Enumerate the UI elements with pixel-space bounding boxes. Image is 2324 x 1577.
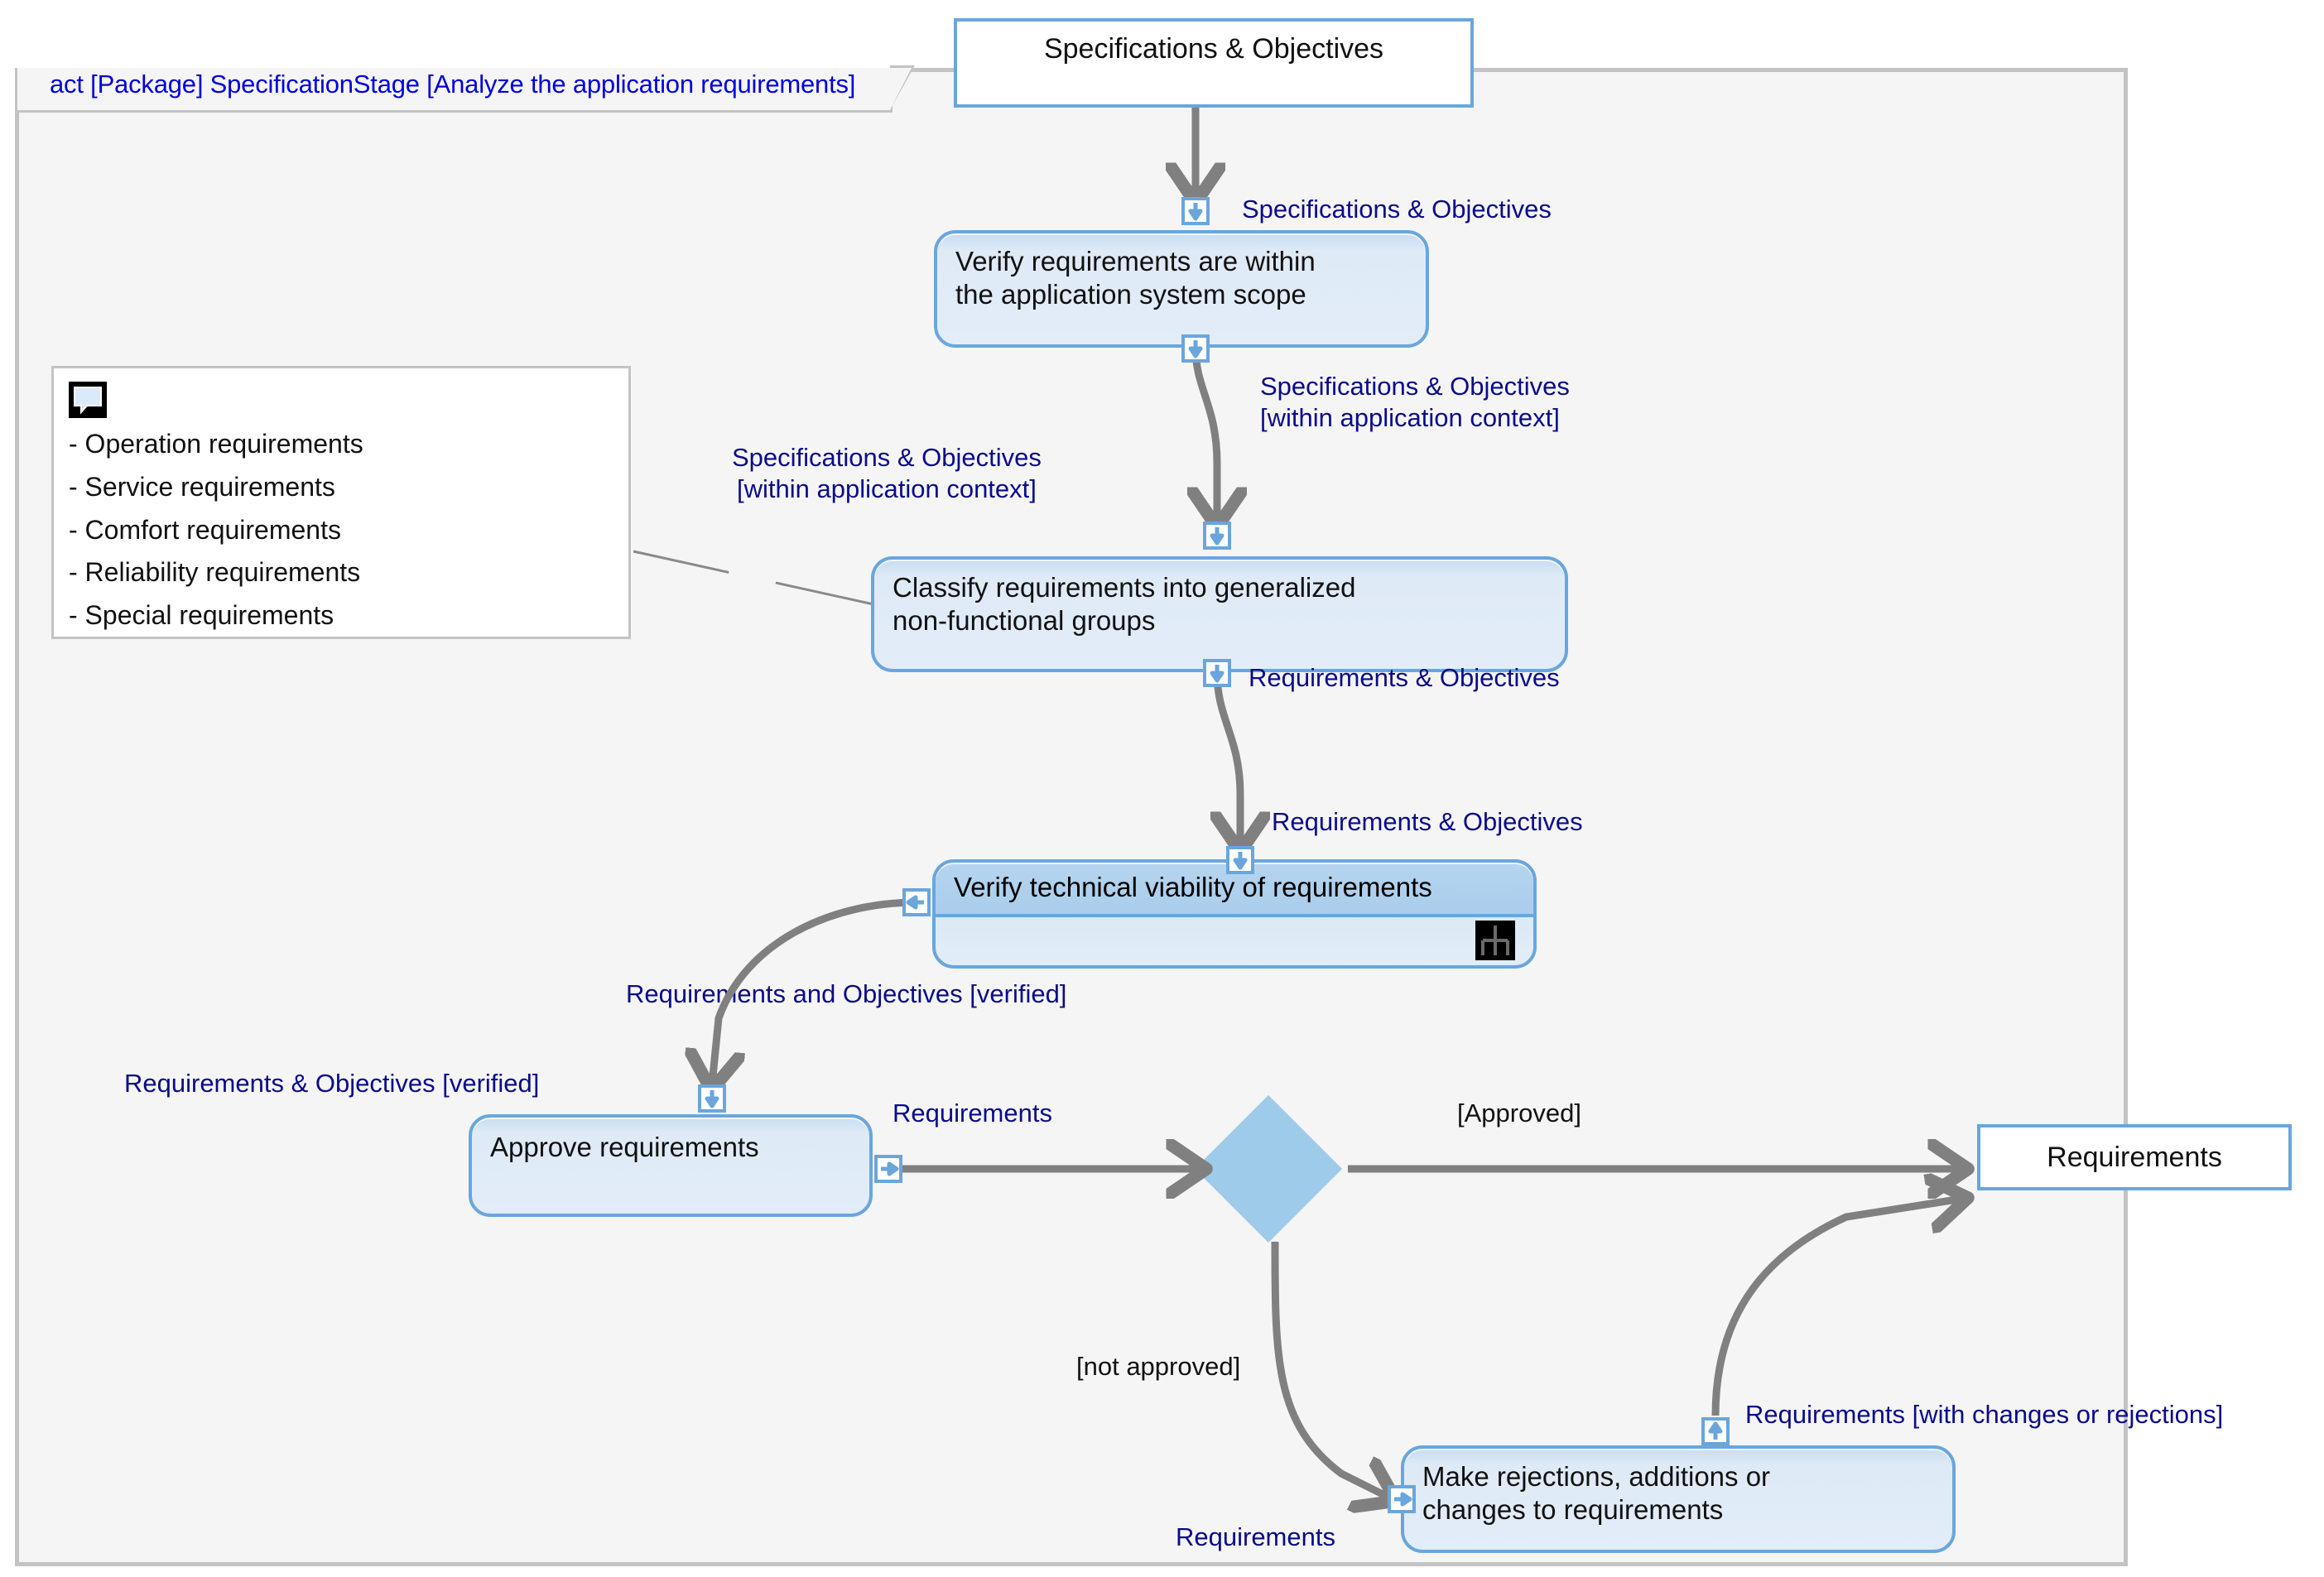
package-tab	[15, 65, 915, 113]
action-classify-requirements[interactable]: Classify requirements into generalized n…	[871, 556, 1568, 672]
flow-label-requirements-objectives-1: Requirements & Objectives	[1249, 663, 1560, 692]
flow-label-specifications-objectives-context-right: Specifications & Objectives [within appl…	[1260, 372, 1570, 432]
input-pin-approve[interactable]	[698, 1084, 726, 1113]
object-node-label: Specifications & Objectives	[1043, 33, 1384, 65]
action-label: Verify requirements are within the appli…	[955, 246, 1316, 310]
output-pin-classify[interactable]	[1203, 659, 1231, 687]
input-pin-make-changes[interactable]	[1388, 1485, 1416, 1513]
guard-label-not-approved: [not approved]	[1076, 1352, 1241, 1381]
flow-label-requirements-out-of-approve: Requirements	[893, 1099, 1052, 1127]
action-divider	[936, 914, 1533, 917]
action-verify-requirements-scope[interactable]: Verify requirements are within the appli…	[934, 230, 1429, 348]
note-line: - Operation requirements	[69, 429, 363, 459]
output-pin-verify-scope[interactable]	[1181, 334, 1210, 363]
comment-icon	[69, 382, 107, 418]
action-label: Approve requirements	[490, 1132, 759, 1162]
flow-label-requirements-objectives-2: Requirements & Objectives	[1272, 807, 1583, 836]
action-label: Verify technical viability of requiremen…	[954, 872, 1432, 902]
action-approve-requirements[interactable]: Approve requirements	[469, 1114, 873, 1217]
flow-label-requirements-and-objectives-verified: Requirements and Objectives [verified]	[626, 979, 1067, 1008]
note-line: - Special requirements	[69, 600, 334, 631]
input-pin-verify-viability[interactable]	[1226, 846, 1254, 874]
object-node-label: Requirements	[2047, 1141, 2222, 1173]
note-line: - Service requirements	[69, 471, 335, 502]
flow-label-requirements-into-changes: Requirements	[1176, 1522, 1335, 1551]
input-pin-classify[interactable]	[1203, 522, 1231, 550]
action-make-changes-to-requirements[interactable]: Make rejections, additions or changes to…	[1401, 1445, 1956, 1553]
action-verify-technical-viability[interactable]: Verify technical viability of requiremen…	[932, 859, 1537, 969]
output-pin-make-changes[interactable]	[1701, 1417, 1730, 1445]
note-comment[interactable]: - Operation requirements - Service requi…	[51, 366, 631, 639]
note-line: - Comfort requirements	[69, 514, 341, 545]
action-label: Classify requirements into generalized n…	[893, 572, 1356, 637]
flow-label-specifications-objectives-context-left: Specifications & Objectives [within appl…	[732, 443, 1042, 503]
guard-label-approved: [Approved]	[1457, 1099, 1581, 1127]
object-node-requirements[interactable]: Requirements	[1977, 1124, 2292, 1190]
rake-subactivity-icon	[1475, 921, 1515, 960]
action-label: Make rejections, additions or changes to…	[1422, 1461, 1771, 1526]
flow-label-specifications-objectives-1: Specifications & Objectives	[1242, 195, 1552, 224]
object-node-specifications-objectives[interactable]: Specifications & Objectives	[954, 18, 1474, 108]
flow-label-requirements-objectives-verified: Requirements & Objectives [verified]	[124, 1069, 540, 1098]
note-line: - Reliability requirements	[69, 557, 361, 588]
package-title: act [Package] SpecificationStage [Analyz…	[50, 70, 856, 99]
output-pin-approve[interactable]	[874, 1155, 902, 1183]
output-pin-verify-viability[interactable]	[902, 888, 931, 916]
input-pin-verify-scope[interactable]	[1181, 197, 1210, 225]
note-body: - Operation requirements - Service requi…	[69, 423, 612, 637]
flow-label-requirements-with-changes: Requirements [with changes or rejections…	[1745, 1400, 2224, 1429]
